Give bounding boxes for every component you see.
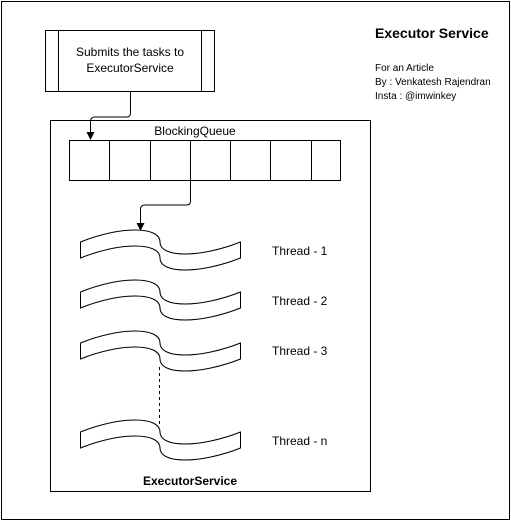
task-submitter-label-line-2: ExecutorService: [86, 61, 174, 75]
thread-1: Thread - 1: [80, 229, 328, 271]
thread-n: Thread - n: [80, 419, 327, 461]
article-credit-line-1: For an Article: [375, 63, 434, 74]
thread-1-label: Thread - 1: [272, 244, 328, 258]
thread-2: Thread - 2: [80, 279, 328, 321]
blocking-queue-outline: [69, 140, 341, 181]
task-submitter-outline: [45, 30, 215, 92]
executor-service-container: [50, 120, 371, 492]
task-submitter-label-line-1: Submits the tasks to: [76, 45, 184, 59]
thread-3-tape: [80, 330, 241, 372]
submit-arrow: [86, 91, 131, 140]
article-credit-line-2: By : Venkatesh Rajendran: [375, 77, 491, 88]
thread-3: Thread - 3: [80, 330, 328, 372]
blocking-queue: [69, 140, 341, 181]
dispatch-arrow: [136, 180, 191, 231]
diagram-title: Executor Service: [375, 25, 489, 41]
thread-3-label: Thread - 3: [272, 344, 328, 358]
thread-n-tape: [80, 419, 241, 461]
task-submitter-box: Submits the tasks to ExecutorService: [45, 30, 215, 92]
executor-service-label: ExecutorService: [143, 474, 237, 488]
blocking-queue-label: BlockingQueue: [154, 124, 236, 138]
thread-2-label: Thread - 2: [272, 294, 328, 308]
thread-n-label: Thread - n: [272, 434, 327, 448]
thread-2-tape: [80, 279, 241, 321]
thread-1-tape: [80, 229, 241, 271]
article-credit-line-3: Insta : @imwinkey: [375, 91, 456, 102]
